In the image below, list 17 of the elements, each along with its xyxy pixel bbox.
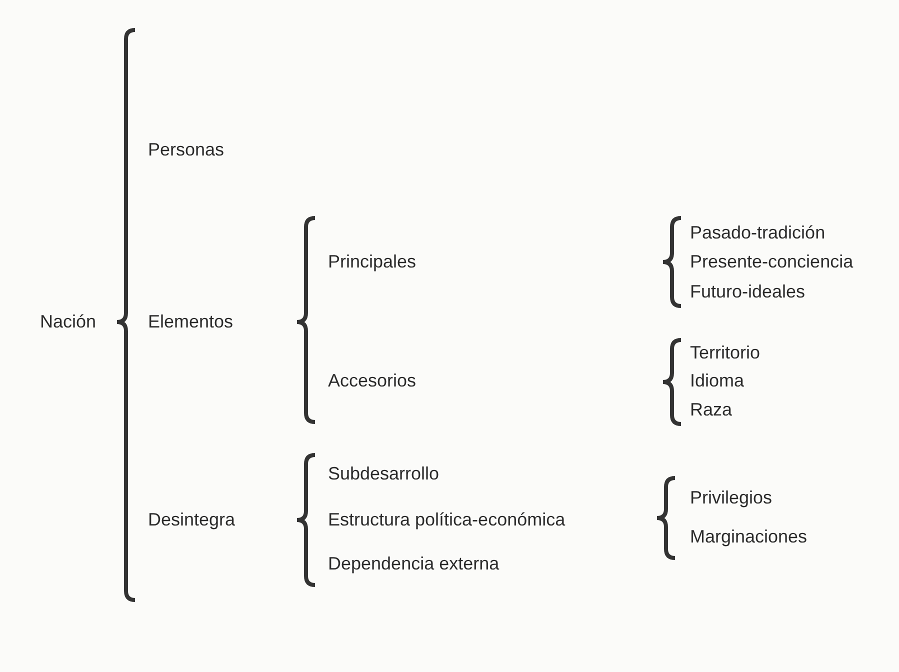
term-label: Pasado-tradición: [690, 222, 826, 244]
term-label: Privilegios: [690, 488, 772, 508]
term-label: Accesorios: [328, 370, 416, 392]
term-label: Estructura política-económica: [328, 510, 566, 530]
term-label: Principales: [328, 252, 416, 272]
term-label: Raza: [690, 400, 732, 420]
term-label: Futuro-ideales: [690, 282, 806, 302]
term-label: Presente-conciencia: [690, 252, 854, 272]
term-label: Personas: [148, 140, 224, 160]
term-label: Desintegra: [148, 510, 236, 530]
term-label: Elementos: [148, 312, 234, 332]
term-label: Nación: [40, 312, 96, 332]
term-label: Subdesarrollo: [328, 464, 440, 484]
term-label: Idioma: [690, 370, 744, 392]
term-label: Territorio: [690, 342, 760, 364]
term-label: Dependencia externa: [328, 554, 500, 574]
term-label: Marginaciones: [690, 526, 808, 548]
